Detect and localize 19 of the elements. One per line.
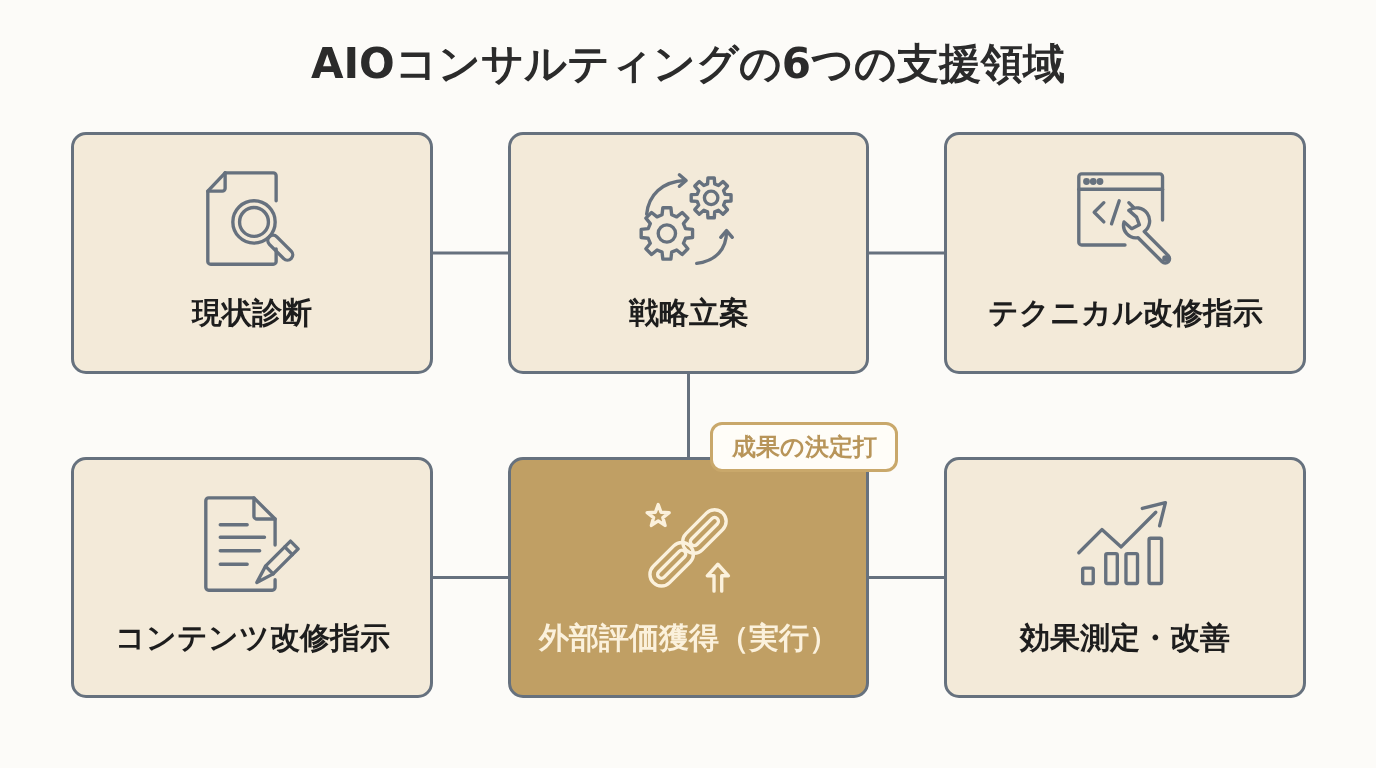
connector-line: [869, 576, 944, 579]
highlight-badge: 成果の決定打: [710, 422, 898, 472]
service-card: [71, 132, 433, 374]
connector-line: [433, 251, 508, 255]
card-label: 戦略立案: [628, 294, 749, 332]
service-card: [944, 132, 1306, 374]
connector-line: [433, 576, 508, 579]
connector-line: [687, 374, 690, 457]
card-label: 効果測定・改善: [1020, 619, 1230, 657]
card-label: テクニカル改修指示: [987, 294, 1263, 332]
service-card: [944, 457, 1306, 698]
card-label: 外部評価獲得（実行）: [538, 619, 839, 657]
service-card: [71, 457, 433, 698]
diagram-title: AIOコンサルティングの6つの支援領域: [310, 39, 1066, 88]
service-card: [508, 132, 869, 374]
card-label: コンテンツ改修指示: [114, 619, 390, 657]
card-label: 現状診断: [192, 294, 312, 332]
highlighted-card: [508, 457, 869, 698]
connector-line: [869, 251, 944, 255]
